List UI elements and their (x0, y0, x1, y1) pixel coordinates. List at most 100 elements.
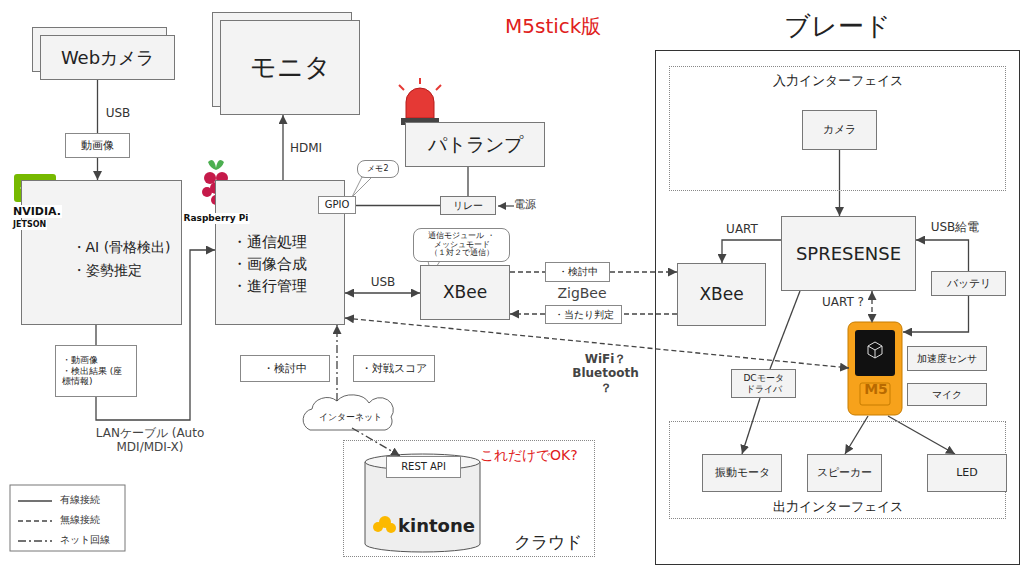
node-text: REST API (401, 461, 446, 473)
component-box: 加速度センサ (907, 346, 987, 371)
node-text: スピーカー (817, 466, 872, 479)
pin-tag: GPIO (318, 196, 356, 214)
kintone-logo (373, 516, 396, 533)
screen-cube (868, 342, 882, 358)
node-text: 動画像 (81, 139, 114, 152)
node-text: ・進行管理 (232, 277, 307, 295)
interface-region: 入力インターフェイスカメラ (669, 66, 1006, 191)
node-text: ・画像合成 (232, 255, 307, 273)
connector (345, 292, 420, 293)
node-text: ・検出結果 (座標情報) (62, 366, 128, 388)
lamp-ray (436, 85, 441, 90)
node-text: LED (956, 466, 978, 479)
node-text: ・対戦スコア (361, 362, 427, 375)
legend-frame (10, 485, 125, 551)
edge-label: UART (724, 222, 760, 236)
interface-region: 出力インターフェイス振動モータスピーカーLED (669, 421, 1006, 519)
node-text: リレー (453, 200, 483, 212)
connector (467, 167, 468, 196)
database-cylinder: kintone (366, 453, 481, 551)
legend-sample-solid (18, 500, 52, 501)
node-text: ・動画像 (62, 355, 128, 366)
node-text: 入力インターフェイス (773, 73, 903, 89)
callout-bubble: 通信モジュール ・メッシュモード （１対２で通信） (413, 228, 510, 262)
component-box: マイク (907, 383, 987, 406)
connector (903, 296, 969, 332)
monitor-box: モニタ (220, 20, 360, 115)
node-text: パトランプ (428, 133, 523, 156)
xbee-box: XBee (420, 265, 510, 320)
device-case (848, 322, 902, 415)
connector (356, 205, 440, 206)
legend-box (10, 485, 125, 551)
internet-cloud-shape (303, 395, 393, 430)
internet-cloud: インターネット (300, 397, 400, 431)
free-label: ZigBee (557, 285, 606, 302)
lamp-box: パトランプ (405, 122, 545, 167)
node-text: ・AI (骨格検出) (72, 239, 171, 256)
node-text: SPRESENSE (796, 243, 901, 265)
xbee-box: XBee (677, 263, 766, 326)
node-text: 出力インターフェイス (773, 499, 903, 515)
connector (336, 325, 337, 401)
logo-puff (386, 523, 396, 533)
free-label: 電源 (514, 198, 536, 211)
relay-box: リレー (440, 196, 496, 215)
node-text: バッテリ (947, 277, 991, 290)
memo-bubble: メモ2 (357, 160, 399, 178)
node-text: Webカメラ (61, 47, 154, 69)
link-tag: ・検討中 (240, 355, 330, 382)
component-box: カメラ (802, 110, 877, 150)
component-box: LED (927, 454, 1007, 492)
legend-text: 有線接続 (60, 494, 100, 506)
node-text: M5 (864, 381, 888, 398)
node-text: メモ2 (367, 164, 388, 174)
connector (871, 291, 872, 323)
connector (510, 271, 545, 272)
connector (622, 313, 677, 314)
edge-label: USB給電 (929, 220, 982, 234)
legend-sample-dashdot (18, 540, 52, 541)
lamp-ray (399, 85, 404, 90)
power-arrow (498, 205, 514, 206)
free-label: LANケーブル (Auto MDI/MDI-X) (90, 426, 210, 455)
connector (770, 291, 800, 369)
connector (742, 398, 760, 454)
connector (97, 80, 98, 133)
connector (95, 325, 96, 345)
data-tag: ・動画像・検出結果 (座標情報) (55, 345, 137, 397)
api-tag: REST API (386, 456, 461, 478)
component-box: バッテリ (931, 271, 1006, 296)
node-text: DCモータ ドライバ (739, 373, 789, 394)
connector (352, 428, 400, 456)
free-label: JETSON (12, 220, 47, 230)
camera-box: Webカメラ (40, 35, 175, 80)
bubble-tail (352, 177, 372, 197)
component-box: スピーカー (807, 454, 882, 492)
connector (610, 271, 677, 272)
component-box: DCモータ ドライバ (731, 369, 796, 398)
node-text: カメラ (823, 123, 856, 136)
connector (722, 240, 781, 263)
connector (916, 240, 969, 271)
m5stick-body (848, 322, 902, 415)
node-text: マイク (932, 389, 962, 401)
device-screen (855, 330, 895, 376)
link-tag: ・当たり判定 (545, 305, 622, 324)
node-text: ・検討中 (558, 266, 598, 278)
node-text: クラウド (514, 532, 582, 552)
link-tag: ・対戦スコア (353, 355, 435, 382)
node-text: インターネット (319, 412, 382, 423)
legend-sample-dashed (18, 520, 52, 521)
patlamp-icon (399, 78, 441, 125)
node-text: kintone (398, 515, 475, 537)
node-text: ・通信処理 (232, 233, 307, 251)
jetson-box: ・AI (骨格検出)・姿勢推定 (21, 180, 182, 325)
node-text: XBee (443, 282, 487, 302)
node-text: ブレード (656, 11, 1019, 42)
lamp-ray (419, 78, 421, 84)
m5stick-device: M5 (849, 323, 903, 416)
node-text: モニタ (250, 52, 331, 83)
connector (282, 115, 283, 180)
node-text: 加速度センサ (917, 353, 977, 365)
